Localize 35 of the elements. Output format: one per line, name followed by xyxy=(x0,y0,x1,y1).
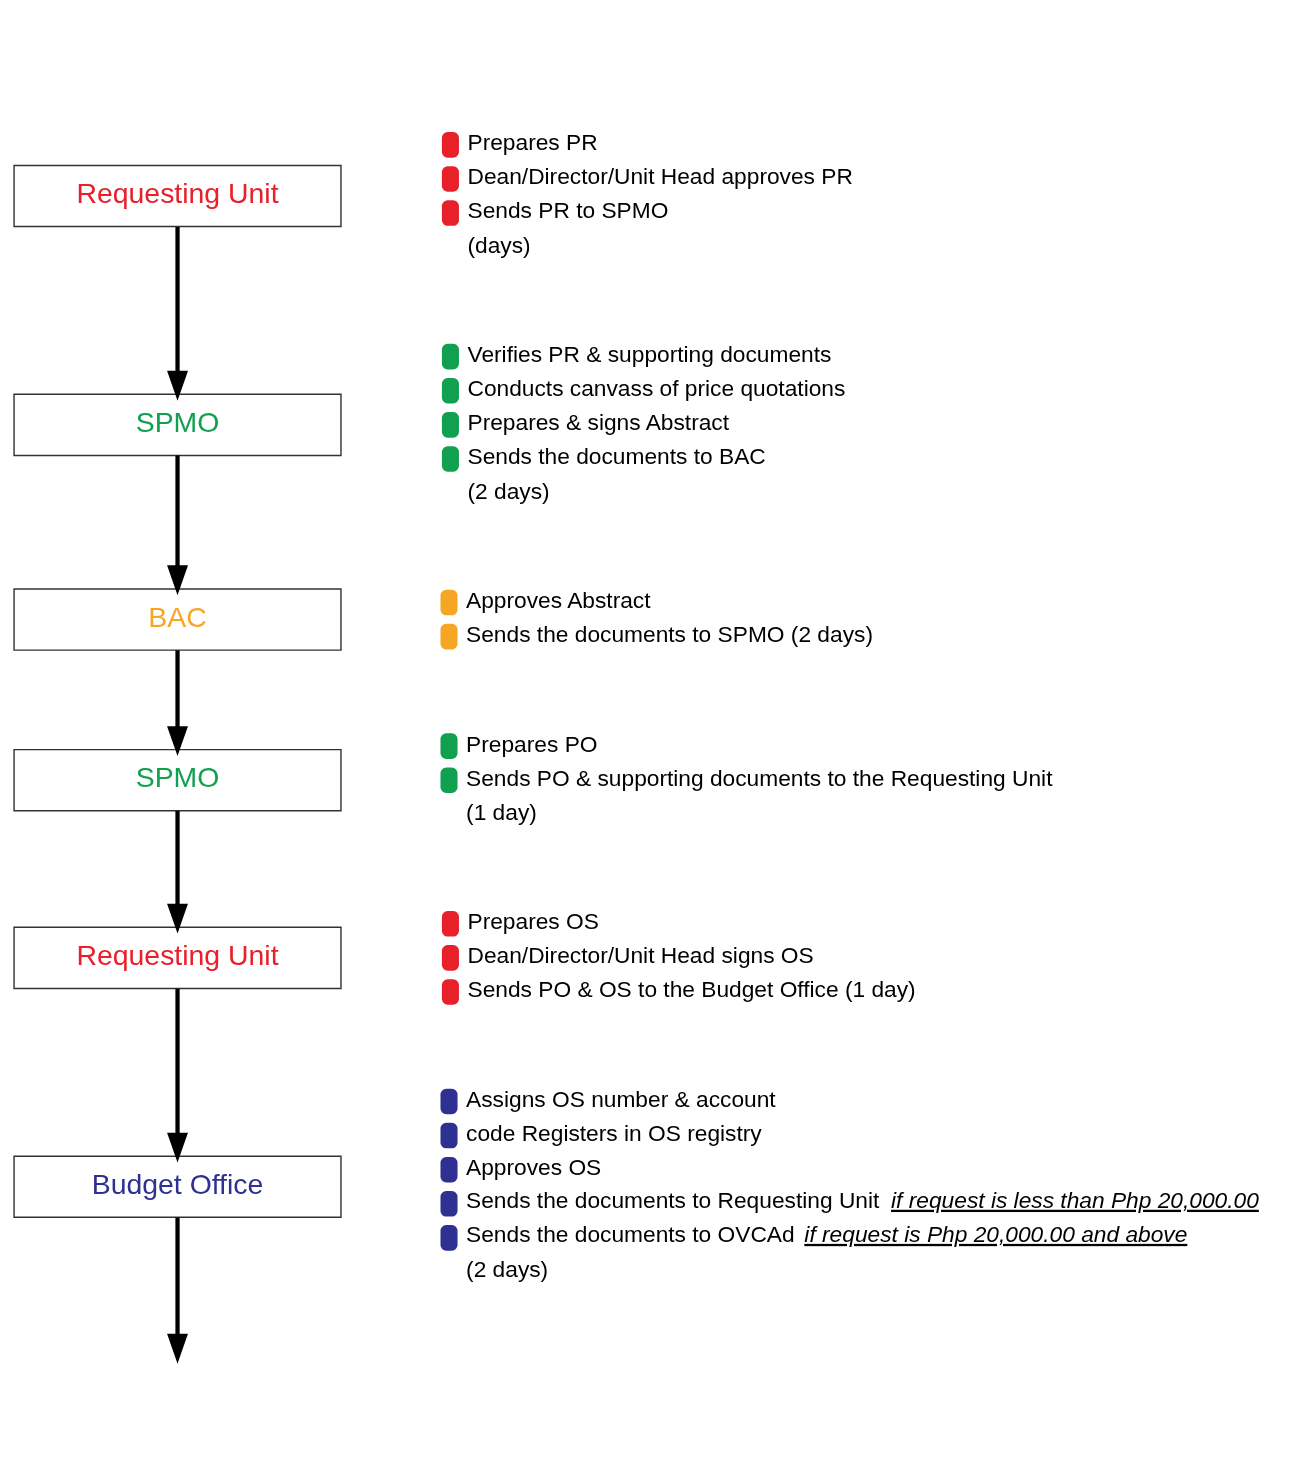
node-label: (2 days) xyxy=(467,477,550,504)
node-label: Approves Abstract xyxy=(466,586,651,613)
node-label: Prepares OS xyxy=(467,908,599,935)
node-label: Conducts canvass of price quotations xyxy=(467,375,846,402)
node-label: Prepares PO xyxy=(466,730,598,757)
node-label: Dean/Director/Unit Head signs OS xyxy=(467,942,814,969)
arrow xyxy=(167,455,188,596)
node-label: Approves OS xyxy=(466,1154,602,1181)
node-label: Sends the documents to BAC xyxy=(467,443,766,470)
node-label: Prepares PR xyxy=(467,129,598,156)
node-label: Assigns OS number & account xyxy=(466,1085,776,1112)
node-label: (1 day) xyxy=(466,798,537,825)
node-box: SPMO xyxy=(13,393,342,457)
node-label: Verifies PR & supporting documents xyxy=(467,341,832,368)
arrow xyxy=(167,650,188,757)
node-label: Prepares & signs Abstract xyxy=(467,409,730,436)
node-box: BAC xyxy=(13,588,342,651)
node-label: Dean/Director/Unit Head approves PR xyxy=(467,163,853,190)
node-label: (2 days) xyxy=(466,1256,549,1283)
node-box: Requesting Unit xyxy=(13,926,342,990)
arrow xyxy=(167,988,188,1163)
arrow xyxy=(167,227,188,401)
node-label: code Registers in OS registry xyxy=(466,1119,762,1146)
arrow xyxy=(167,1217,188,1364)
arrow xyxy=(167,810,188,934)
node-label: Sends PO & OS to the Budget Office (1 day) xyxy=(467,976,916,1003)
node-box: Budget Office xyxy=(13,1155,342,1218)
node-label: Sends PR to SPMO xyxy=(467,197,669,224)
node-label: Sends the documents to OVCAd if request is Php 20,000.00 and above xyxy=(466,1220,1188,1247)
node-label: Sends PO & supporting documents to the Requesting Unit xyxy=(466,764,1053,791)
node-box: SPMO xyxy=(13,748,342,812)
node-label: Sends the documents to SPMO (2 days) xyxy=(466,621,873,648)
node-label: (days) xyxy=(467,231,531,258)
node-label: Sends the documents to Requesting Unit if request is less than Php 20,000.00 xyxy=(466,1186,1259,1213)
node-box: Requesting Unit xyxy=(13,164,342,228)
